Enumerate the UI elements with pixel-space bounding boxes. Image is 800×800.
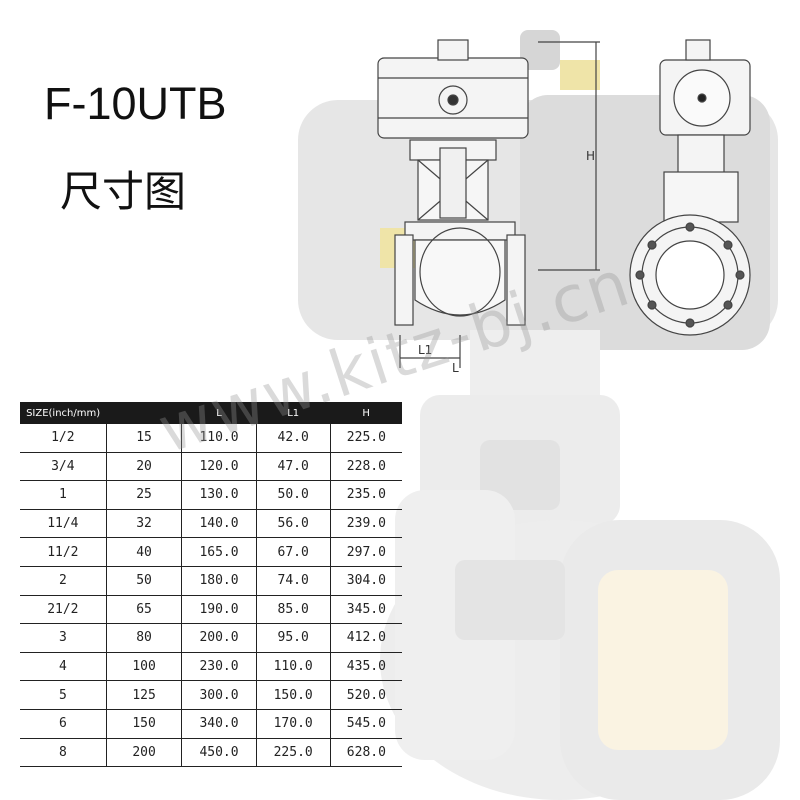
table-cell: 150: [105, 709, 182, 739]
table-cell: 230.0: [181, 652, 257, 682]
table-cell: 50: [105, 566, 182, 596]
table-cell: 520.0: [329, 680, 402, 710]
header-l1: L1: [256, 402, 331, 424]
table-cell: 628.0: [329, 738, 402, 768]
table-cell: 125: [105, 680, 182, 710]
table-cell: 11/4: [20, 509, 107, 539]
dim-label-l1: L1: [418, 343, 432, 357]
table-cell: 5: [20, 680, 107, 710]
table-cell: 42.0: [255, 424, 331, 453]
table-cell: 100: [105, 652, 182, 682]
table-cell: 235.0: [329, 480, 402, 510]
table-cell: 180.0: [181, 566, 257, 596]
table-cell: 170.0: [255, 709, 331, 739]
table-cell: 1: [20, 480, 107, 510]
table-cell: 40: [105, 537, 182, 567]
table-cell: 545.0: [329, 709, 402, 739]
table-cell: 95.0: [255, 623, 331, 653]
table-cell: 110.0: [181, 424, 257, 453]
table-cell: 56.0: [255, 509, 331, 539]
table-cell: 8: [20, 738, 107, 768]
drawing-subtitle: 尺寸图: [60, 167, 187, 216]
table-cell: 200: [105, 738, 182, 768]
table-cell: 85.0: [255, 595, 331, 625]
table-cell: 65: [105, 595, 182, 625]
table-cell: 412.0: [329, 623, 402, 653]
table-cell: 140.0: [181, 509, 257, 539]
table-cell: 228.0: [329, 452, 402, 482]
table-cell: 297.0: [329, 537, 402, 567]
table-cell: 50.0: [255, 480, 331, 510]
table-cell: 304.0: [329, 566, 402, 596]
table-cell: 165.0: [181, 537, 257, 567]
header-h: H: [330, 402, 402, 424]
table-cell: 74.0: [255, 566, 331, 596]
table-cell: 435.0: [329, 652, 402, 682]
table-cell: 300.0: [181, 680, 257, 710]
table-cell: 4: [20, 652, 107, 682]
table-cell: 120.0: [181, 452, 257, 482]
dim-label-h: H: [586, 149, 595, 163]
table-cell: 11/2: [20, 537, 107, 567]
table-cell: 225.0: [255, 738, 331, 768]
table-cell: 190.0: [181, 595, 257, 625]
table-cell: 20: [105, 452, 182, 482]
table-cell: 200.0: [181, 623, 257, 653]
table-cell: 110.0: [255, 652, 331, 682]
table-cell: 239.0: [329, 509, 402, 539]
table-cell: 3/4: [20, 452, 107, 482]
table-cell: 340.0: [181, 709, 257, 739]
header-l: L: [181, 402, 257, 424]
table-cell: 15: [105, 424, 182, 453]
table-cell: 2: [20, 566, 107, 596]
table-cell: 3: [20, 623, 107, 653]
table-cell: 25: [105, 480, 182, 510]
table-cell: 47.0: [255, 452, 331, 482]
table-cell: 450.0: [181, 738, 257, 768]
table-cell: 6: [20, 709, 107, 739]
product-title: F-10UTB: [44, 78, 227, 129]
table-cell: 225.0: [329, 424, 402, 453]
table-cell: 80: [105, 623, 182, 653]
table-cell: 150.0: [255, 680, 331, 710]
table-header-row: SIZE(inch/mm) L L1 H: [20, 402, 402, 424]
table-cell: 1/2: [20, 424, 107, 453]
header-size: SIZE(inch/mm): [20, 402, 107, 424]
table-cell: 345.0: [329, 595, 402, 625]
table-cell: 21/2: [20, 595, 107, 625]
dim-label-l: L: [452, 361, 459, 375]
header-mm: [106, 402, 182, 424]
table-cell: 32: [105, 509, 182, 539]
table-cell: 130.0: [181, 480, 257, 510]
table-cell: 67.0: [255, 537, 331, 567]
